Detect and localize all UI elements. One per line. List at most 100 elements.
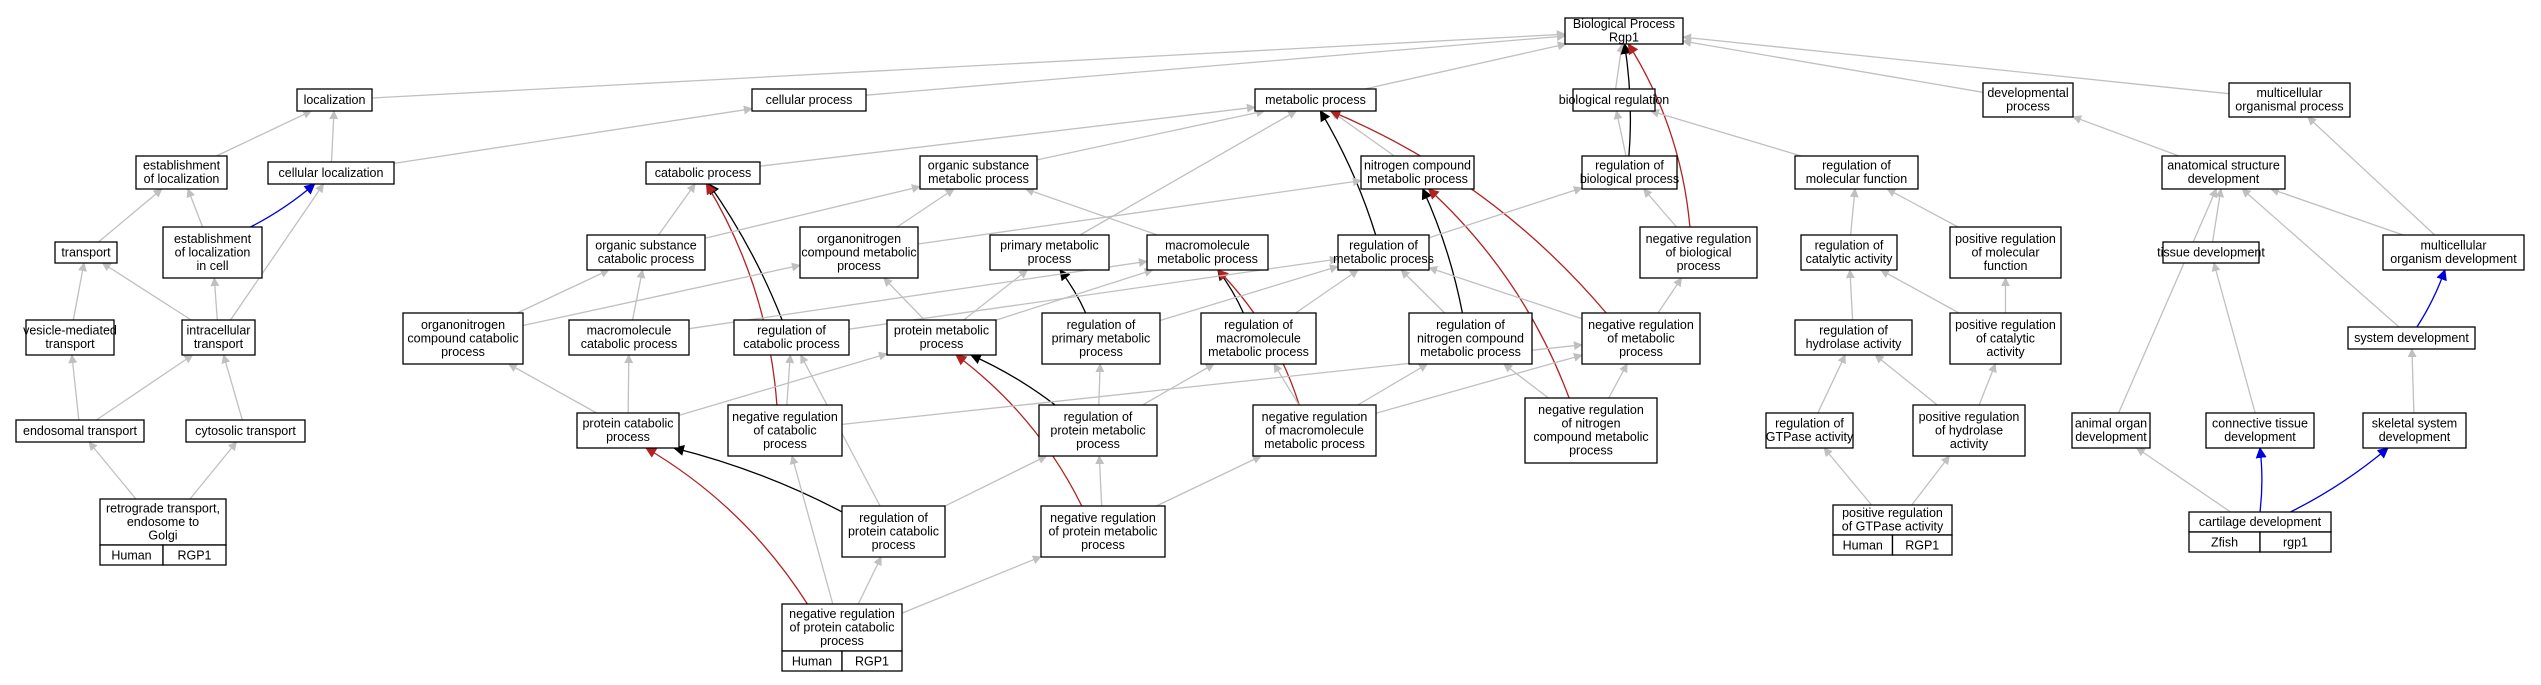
gene-cell — [2259, 531, 2332, 553]
edge-negregprot-to-protmetab — [955, 354, 1083, 507]
node-label-line: cartilage development — [2199, 515, 2322, 529]
node-label-line: process — [920, 337, 964, 351]
node-label-line: of localization — [175, 245, 251, 259]
edge-orgsub-to-metab — [1036, 108, 1266, 161]
node-box — [402, 312, 524, 365]
edge-negregcatab-to-regcatab — [785, 354, 795, 406]
node-label-line: of molecular — [1971, 245, 2039, 259]
edge-transport-to-estloc — [98, 188, 163, 243]
gene-cell — [1891, 534, 1953, 556]
node-catab[interactable]: catabolic process — [645, 161, 761, 185]
node-label-line: multicellular — [2257, 86, 2323, 100]
node-label-line: process — [1619, 345, 1663, 359]
node-loc[interactable]: localization — [296, 88, 373, 112]
node-metab[interactable]: metabolic process — [1254, 88, 1377, 112]
node-cellloc[interactable]: cellular localization — [267, 161, 395, 185]
node-label-line: activity — [1950, 437, 1989, 451]
node-box — [1524, 397, 1658, 464]
node-endo[interactable]: endosomal transport — [15, 419, 145, 443]
edge-negregmacro-to-regnitro — [1357, 363, 1429, 406]
node-label-line: animal organ — [2075, 417, 2147, 431]
node-label-line: intracellular — [187, 324, 251, 338]
gene-cell — [162, 544, 227, 566]
node-box — [1581, 312, 1701, 365]
edge-catab-to-metab — [759, 103, 1256, 167]
node-bioreg[interactable]: biological regulation — [1559, 88, 1670, 112]
node-box — [1408, 312, 1533, 365]
node-box — [2228, 82, 2351, 118]
node-label-line: establishment — [174, 232, 252, 246]
node-box — [99, 498, 227, 546]
edge-negregprot-to-negregmacro — [1156, 455, 1262, 507]
node-tissue[interactable]: tissue development — [2157, 241, 2265, 264]
edge-protmetab-to-macro — [995, 268, 1154, 321]
edge-protmetab-to-orgnitro — [883, 277, 925, 321]
edge-loc-to-bp — [371, 30, 1566, 99]
node-box — [15, 419, 145, 443]
node-box — [919, 155, 1038, 190]
node-cyto[interactable]: cytosolic transport — [185, 419, 306, 443]
node-cellproc[interactable]: cellular process — [751, 88, 867, 112]
node-label-line: vesicle-mediated — [23, 324, 117, 338]
species-label: Human — [1843, 539, 1883, 553]
edge-regmacro-to-regmetab — [1295, 269, 1359, 314]
edge-regprim-to-regmetab — [1159, 264, 1339, 322]
node-sysdev[interactable]: system development — [2347, 326, 2476, 350]
node-label-line: catabolic process — [743, 337, 840, 351]
node-retro[interactable]: retrograde transport,endosome toGolgiHum… — [99, 498, 227, 566]
node-transport[interactable]: transport — [54, 241, 118, 264]
node-label-line: organonitrogen — [817, 232, 901, 246]
node-label-line: process — [441, 345, 485, 359]
gene-label: RGP1 — [855, 655, 889, 669]
edge-negregnitro-to-negregmetab — [1608, 363, 1628, 399]
